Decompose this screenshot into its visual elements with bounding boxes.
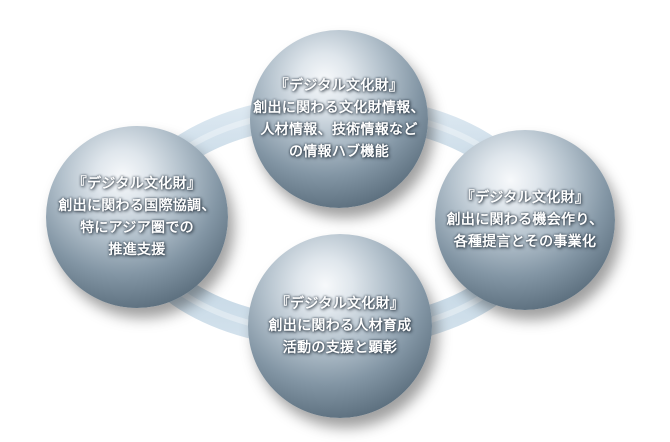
sphere-international-cooperation: 『デジタル文化財』 創出に関わる国際協調、 特にアジア圏での 推進支援 (46, 126, 228, 308)
sphere-opportunity-creation: 『デジタル文化財』 創出に関わる機会作り、 各種提言とその事業化 (435, 130, 615, 310)
sphere-line: 特にアジア圏での (80, 220, 194, 236)
sphere-line: 『デジタル文化財』 (274, 78, 404, 94)
sphere-line: 創出に関わる人材育成 (268, 318, 412, 334)
sphere-line: 『デジタル文化財』 (275, 296, 405, 312)
sphere-line: 人材情報、技術情報など (260, 122, 418, 138)
sphere-line: 創出に関わる機会作り、 (446, 212, 604, 228)
sphere-line: 創出に関わる国際協調、 (58, 198, 216, 214)
sphere-line: の情報ハブ機能 (288, 144, 390, 160)
sphere-line: 活動の支援と顕彰 (282, 340, 398, 356)
sphere-line: 各種提言とその事業化 (453, 234, 597, 250)
sphere-line: 『デジタル文化財』 (460, 190, 590, 206)
sphere-human-resources: 『デジタル文化財』 創出に関わる人材育成 活動の支援と顕彰 (248, 234, 432, 418)
sphere-line: 創出に関わる文化財情報、 (253, 100, 425, 116)
sphere-line: 推進支援 (108, 242, 166, 258)
sphere-information-hub: 『デジタル文化財』 創出に関わる文化財情報、 人材情報、技術情報など の情報ハブ… (250, 30, 428, 208)
sphere-line: 『デジタル文化財』 (72, 176, 202, 192)
